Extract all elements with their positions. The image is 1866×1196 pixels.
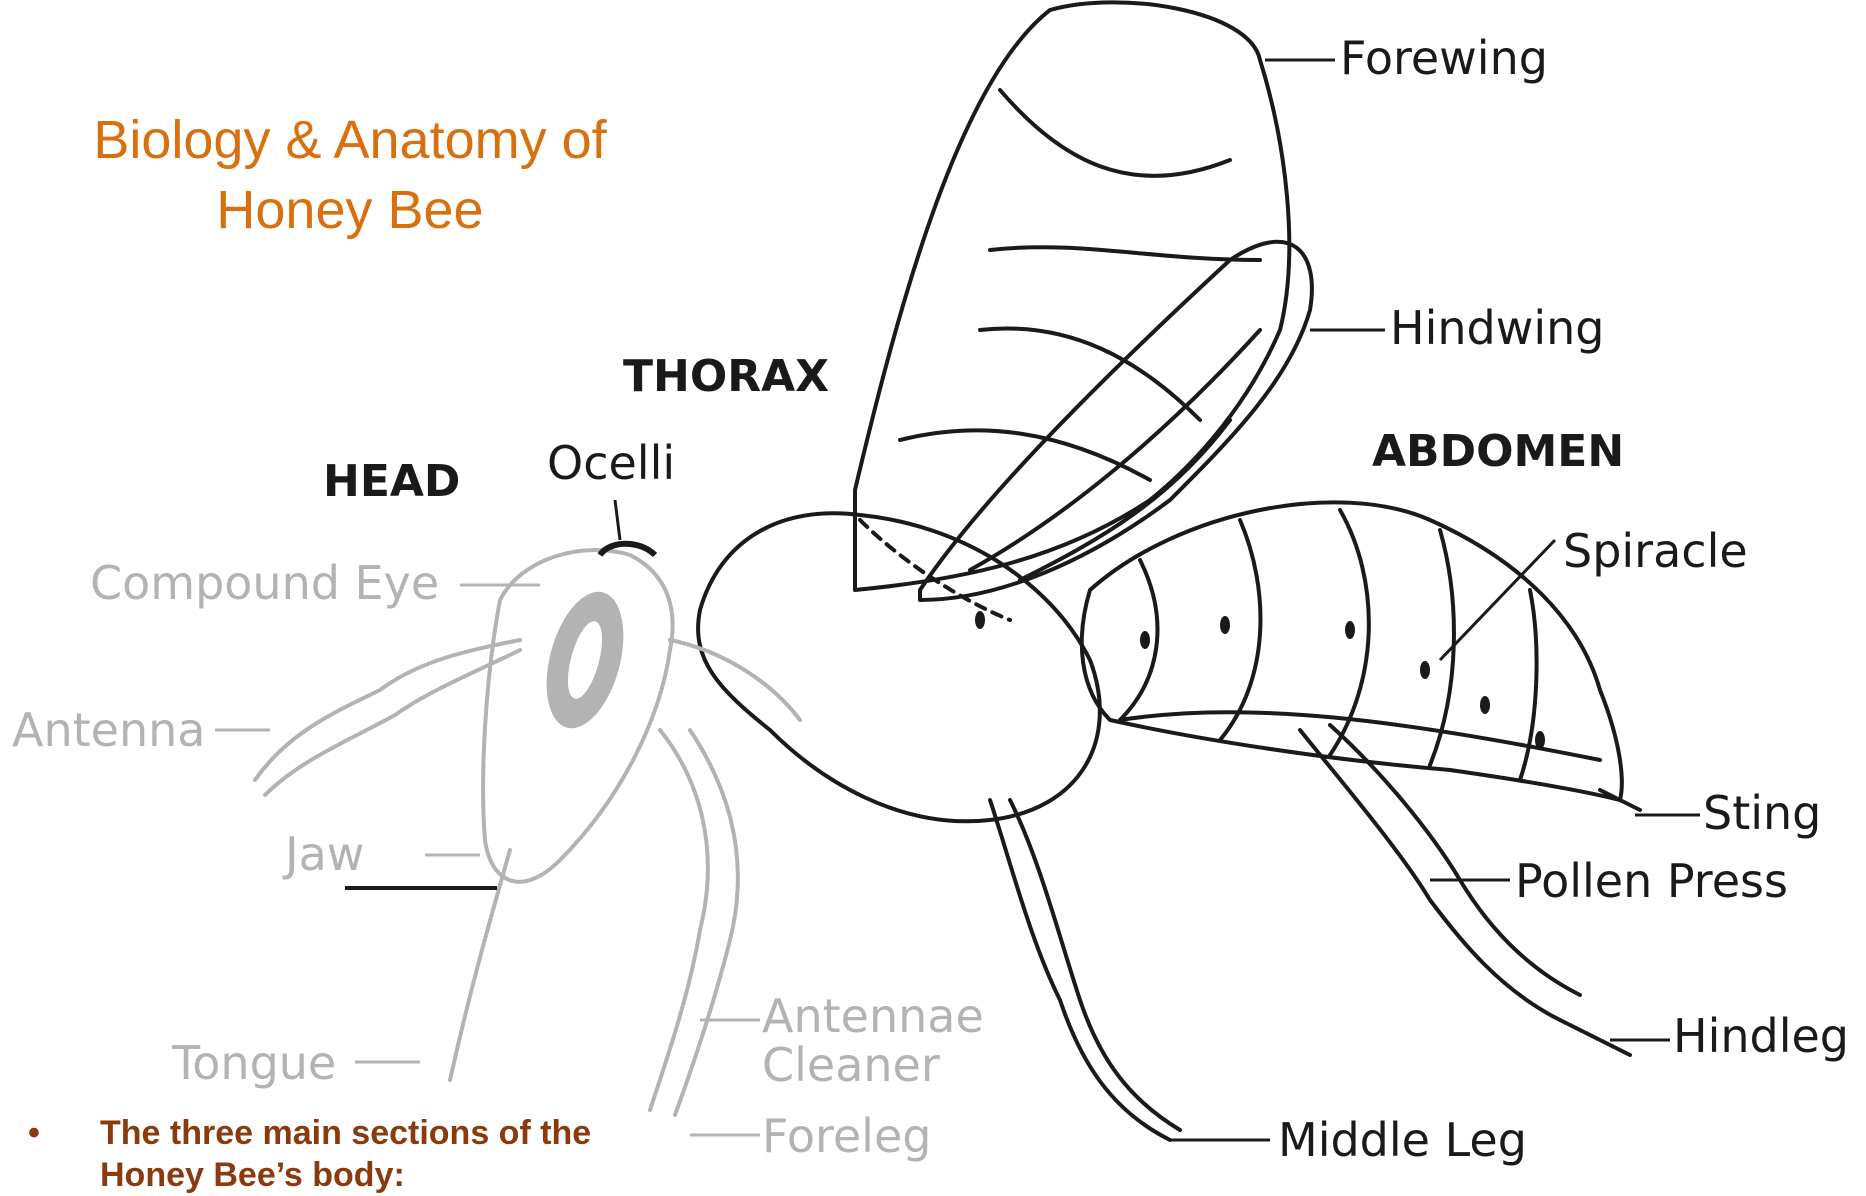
thorax-shape	[698, 513, 1100, 821]
label-foreleg: Foreleg	[762, 1113, 931, 1159]
label-pollen-press: Pollen Press	[1515, 858, 1788, 904]
tongue-shape	[450, 850, 510, 1080]
bullet-list: The three main sections of the Honey Bee…	[20, 1112, 640, 1196]
label-middle-leg: Middle Leg	[1278, 1117, 1527, 1163]
label-antennae-cleaner-line-2: Cleaner	[762, 1042, 940, 1088]
section-label-thorax: THORAX	[623, 355, 829, 399]
abdomen-shape	[1082, 502, 1622, 800]
label-forewing: Forewing	[1340, 35, 1548, 81]
middle-leg-shape	[990, 800, 1170, 1140]
section-label-abdomen: ABDOMEN	[1372, 430, 1624, 474]
label-jaw: Jaw	[285, 831, 364, 877]
label-sting: Sting	[1703, 790, 1821, 836]
label-antennae-cleaner-line-1: Antennae	[762, 993, 984, 1039]
antenna-shape	[255, 640, 520, 780]
bullet-item: The three main sections of the Honey Bee…	[20, 1112, 640, 1196]
label-hindleg: Hindleg	[1673, 1013, 1849, 1059]
foreleg-shape	[650, 730, 708, 1110]
label-hindwing: Hindwing	[1390, 305, 1604, 351]
label-ocelli: Ocelli	[547, 440, 675, 486]
section-label-head: HEAD	[323, 460, 460, 504]
label-spiracle: Spiracle	[1563, 528, 1748, 574]
label-antenna: Antenna	[12, 707, 205, 753]
label-compound-eye: Compound Eye	[90, 560, 439, 606]
label-tongue: Tongue	[172, 1040, 336, 1086]
hindwing-shape	[920, 242, 1312, 600]
